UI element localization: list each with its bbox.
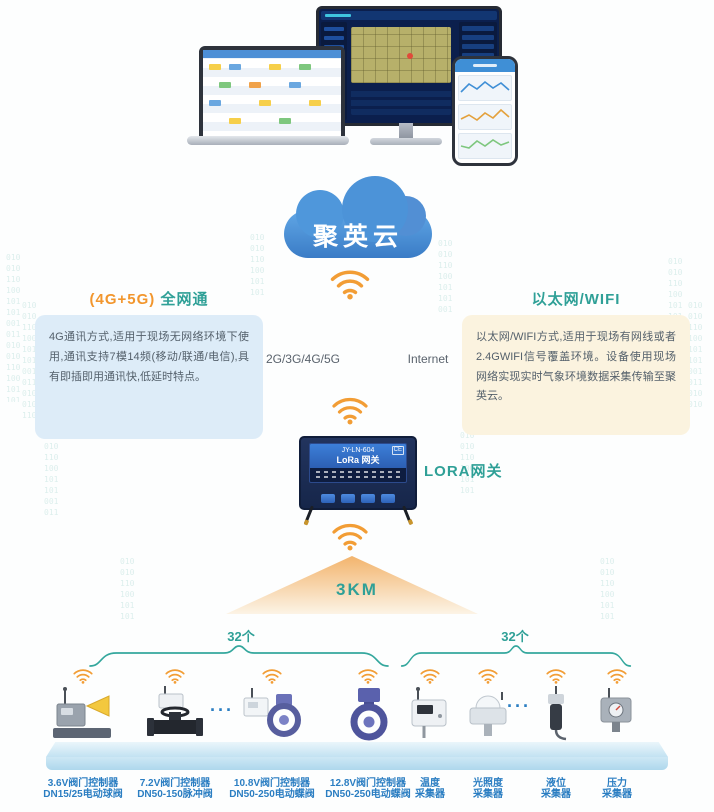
cloud-platform: 聚英云 bbox=[284, 176, 432, 258]
dashboard-map-panel bbox=[351, 27, 451, 83]
wifi-signal-icon bbox=[330, 518, 370, 551]
monitor-base bbox=[370, 138, 442, 145]
wifi-signal-icon bbox=[261, 666, 283, 684]
wifi-signal-icon bbox=[357, 666, 379, 684]
wifi-signal-icon bbox=[164, 666, 186, 684]
device-level-collector: 液位采集器 bbox=[514, 666, 598, 800]
dashboard-topbar bbox=[321, 11, 497, 20]
binary-decor: 0100101101001011010010110100101101001011… bbox=[438, 239, 453, 314]
right-group-count: 32个 bbox=[501, 629, 529, 644]
monitor-stand bbox=[399, 123, 413, 138]
device-illustration bbox=[411, 687, 447, 738]
phone-chart-card bbox=[458, 104, 512, 130]
cellular-link-label: 2G/3G/4G/5G bbox=[265, 352, 341, 366]
binary-decor: 0100101101001011010010110100101101001011… bbox=[6, 253, 21, 402]
device-light-collector: 光照度采集器 bbox=[446, 666, 530, 800]
laptop-app-header bbox=[203, 50, 341, 58]
wifi-signal-icon bbox=[72, 666, 94, 684]
left-panel-description: 4G通讯方式,适用于现场无网络环境下使用,通讯支持7模14频(移动/联通/电信)… bbox=[35, 315, 263, 439]
binary-decor: 0100101101001011010010110100101101001011… bbox=[688, 301, 703, 409]
device-temperature-collector: 温度采集器 bbox=[388, 666, 472, 800]
binary-decor: 0100101101001011010010110100101101001011… bbox=[600, 557, 615, 621]
device-label: 温度采集器 bbox=[415, 778, 445, 800]
cloud-platform-name: 聚英云 bbox=[312, 223, 403, 251]
device-label: 光照度采集器 bbox=[473, 778, 503, 800]
gateway-model: JY-LN-604 bbox=[341, 447, 375, 454]
device-label: 压力采集器 bbox=[602, 778, 632, 800]
left-panel-title-main: 全网通 bbox=[155, 291, 209, 308]
gateway-name: LoRa 网关 bbox=[336, 455, 380, 465]
wifi-signal-icon bbox=[419, 666, 441, 684]
device-illustration bbox=[243, 688, 301, 737]
device-illustration bbox=[53, 687, 111, 738]
laptop bbox=[199, 46, 345, 144]
device-illustration bbox=[350, 688, 388, 741]
gateway-nameplate: JY-LN-604 LoRa 网关 CE bbox=[310, 444, 406, 468]
left-group-count: 32个 bbox=[227, 629, 255, 644]
right-panel-description: 以太网/WIFI方式,适用于现场有网线或者2.4GWIFI信号覆盖环境。设备使用… bbox=[462, 315, 690, 435]
antenna-icon bbox=[402, 505, 413, 526]
wifi-signal-icon bbox=[477, 666, 499, 684]
platform-top bbox=[46, 742, 668, 757]
wifi-signal-icon bbox=[606, 666, 628, 684]
lora-gateway-device: JY-LN-604 LoRa 网关 CE bbox=[299, 436, 417, 526]
wifi-signal-icon bbox=[545, 666, 567, 684]
binary-decor: 0100101101001011010010110100101101001011… bbox=[44, 431, 59, 517]
device-illustration bbox=[548, 686, 567, 741]
device-pressure-collector: 压力采集器 bbox=[575, 666, 659, 800]
device-illustration bbox=[147, 686, 203, 736]
laptop-status-grid bbox=[203, 58, 341, 140]
binary-decor: 0100101101001011010010110100101101001011… bbox=[460, 431, 475, 495]
coverage-distance-label: 3KM bbox=[336, 580, 378, 599]
left-group-brace-icon bbox=[88, 644, 390, 668]
platform-front bbox=[46, 757, 668, 770]
gateway-label: LORA网关 bbox=[424, 463, 503, 480]
phone-chart-card bbox=[458, 75, 512, 101]
right-panel-title: 以太网/WIFI bbox=[531, 291, 621, 308]
binary-decor: 0100101101001011010010110100101101001011… bbox=[120, 557, 135, 621]
wifi-signal-icon bbox=[330, 392, 370, 425]
antenna-icon bbox=[303, 505, 314, 526]
left-panel-title-accent: (4G+5G) bbox=[89, 291, 156, 308]
left-panel-title: (4G+5G) 全网通 bbox=[35, 288, 263, 309]
right-group-brace-icon bbox=[400, 644, 632, 668]
dashboard-table-panel bbox=[351, 89, 451, 115]
device-label: 液位采集器 bbox=[541, 778, 571, 800]
smartphone bbox=[452, 56, 518, 166]
right-group-ellipsis: ··· bbox=[507, 696, 531, 716]
binary-decor: 0100101101001011010010110100101101001011… bbox=[250, 233, 265, 297]
device-illustration bbox=[600, 688, 632, 732]
phone-chart-card bbox=[458, 133, 512, 159]
gateway-screen: JY-LN-604 LoRa 网关 CE bbox=[309, 443, 407, 483]
phone-app-header bbox=[455, 59, 515, 72]
binary-decor: 0100101101001011010010110100101101001011… bbox=[22, 301, 37, 418]
laptop-base bbox=[187, 136, 349, 145]
left-group-ellipsis: ··· bbox=[210, 700, 234, 720]
internet-link-label: Internet bbox=[407, 352, 449, 366]
device-illustration bbox=[469, 692, 507, 736]
gateway-terminals bbox=[301, 494, 415, 503]
ce-mark: CE bbox=[391, 446, 404, 455]
wifi-signal-icon bbox=[328, 264, 372, 300]
